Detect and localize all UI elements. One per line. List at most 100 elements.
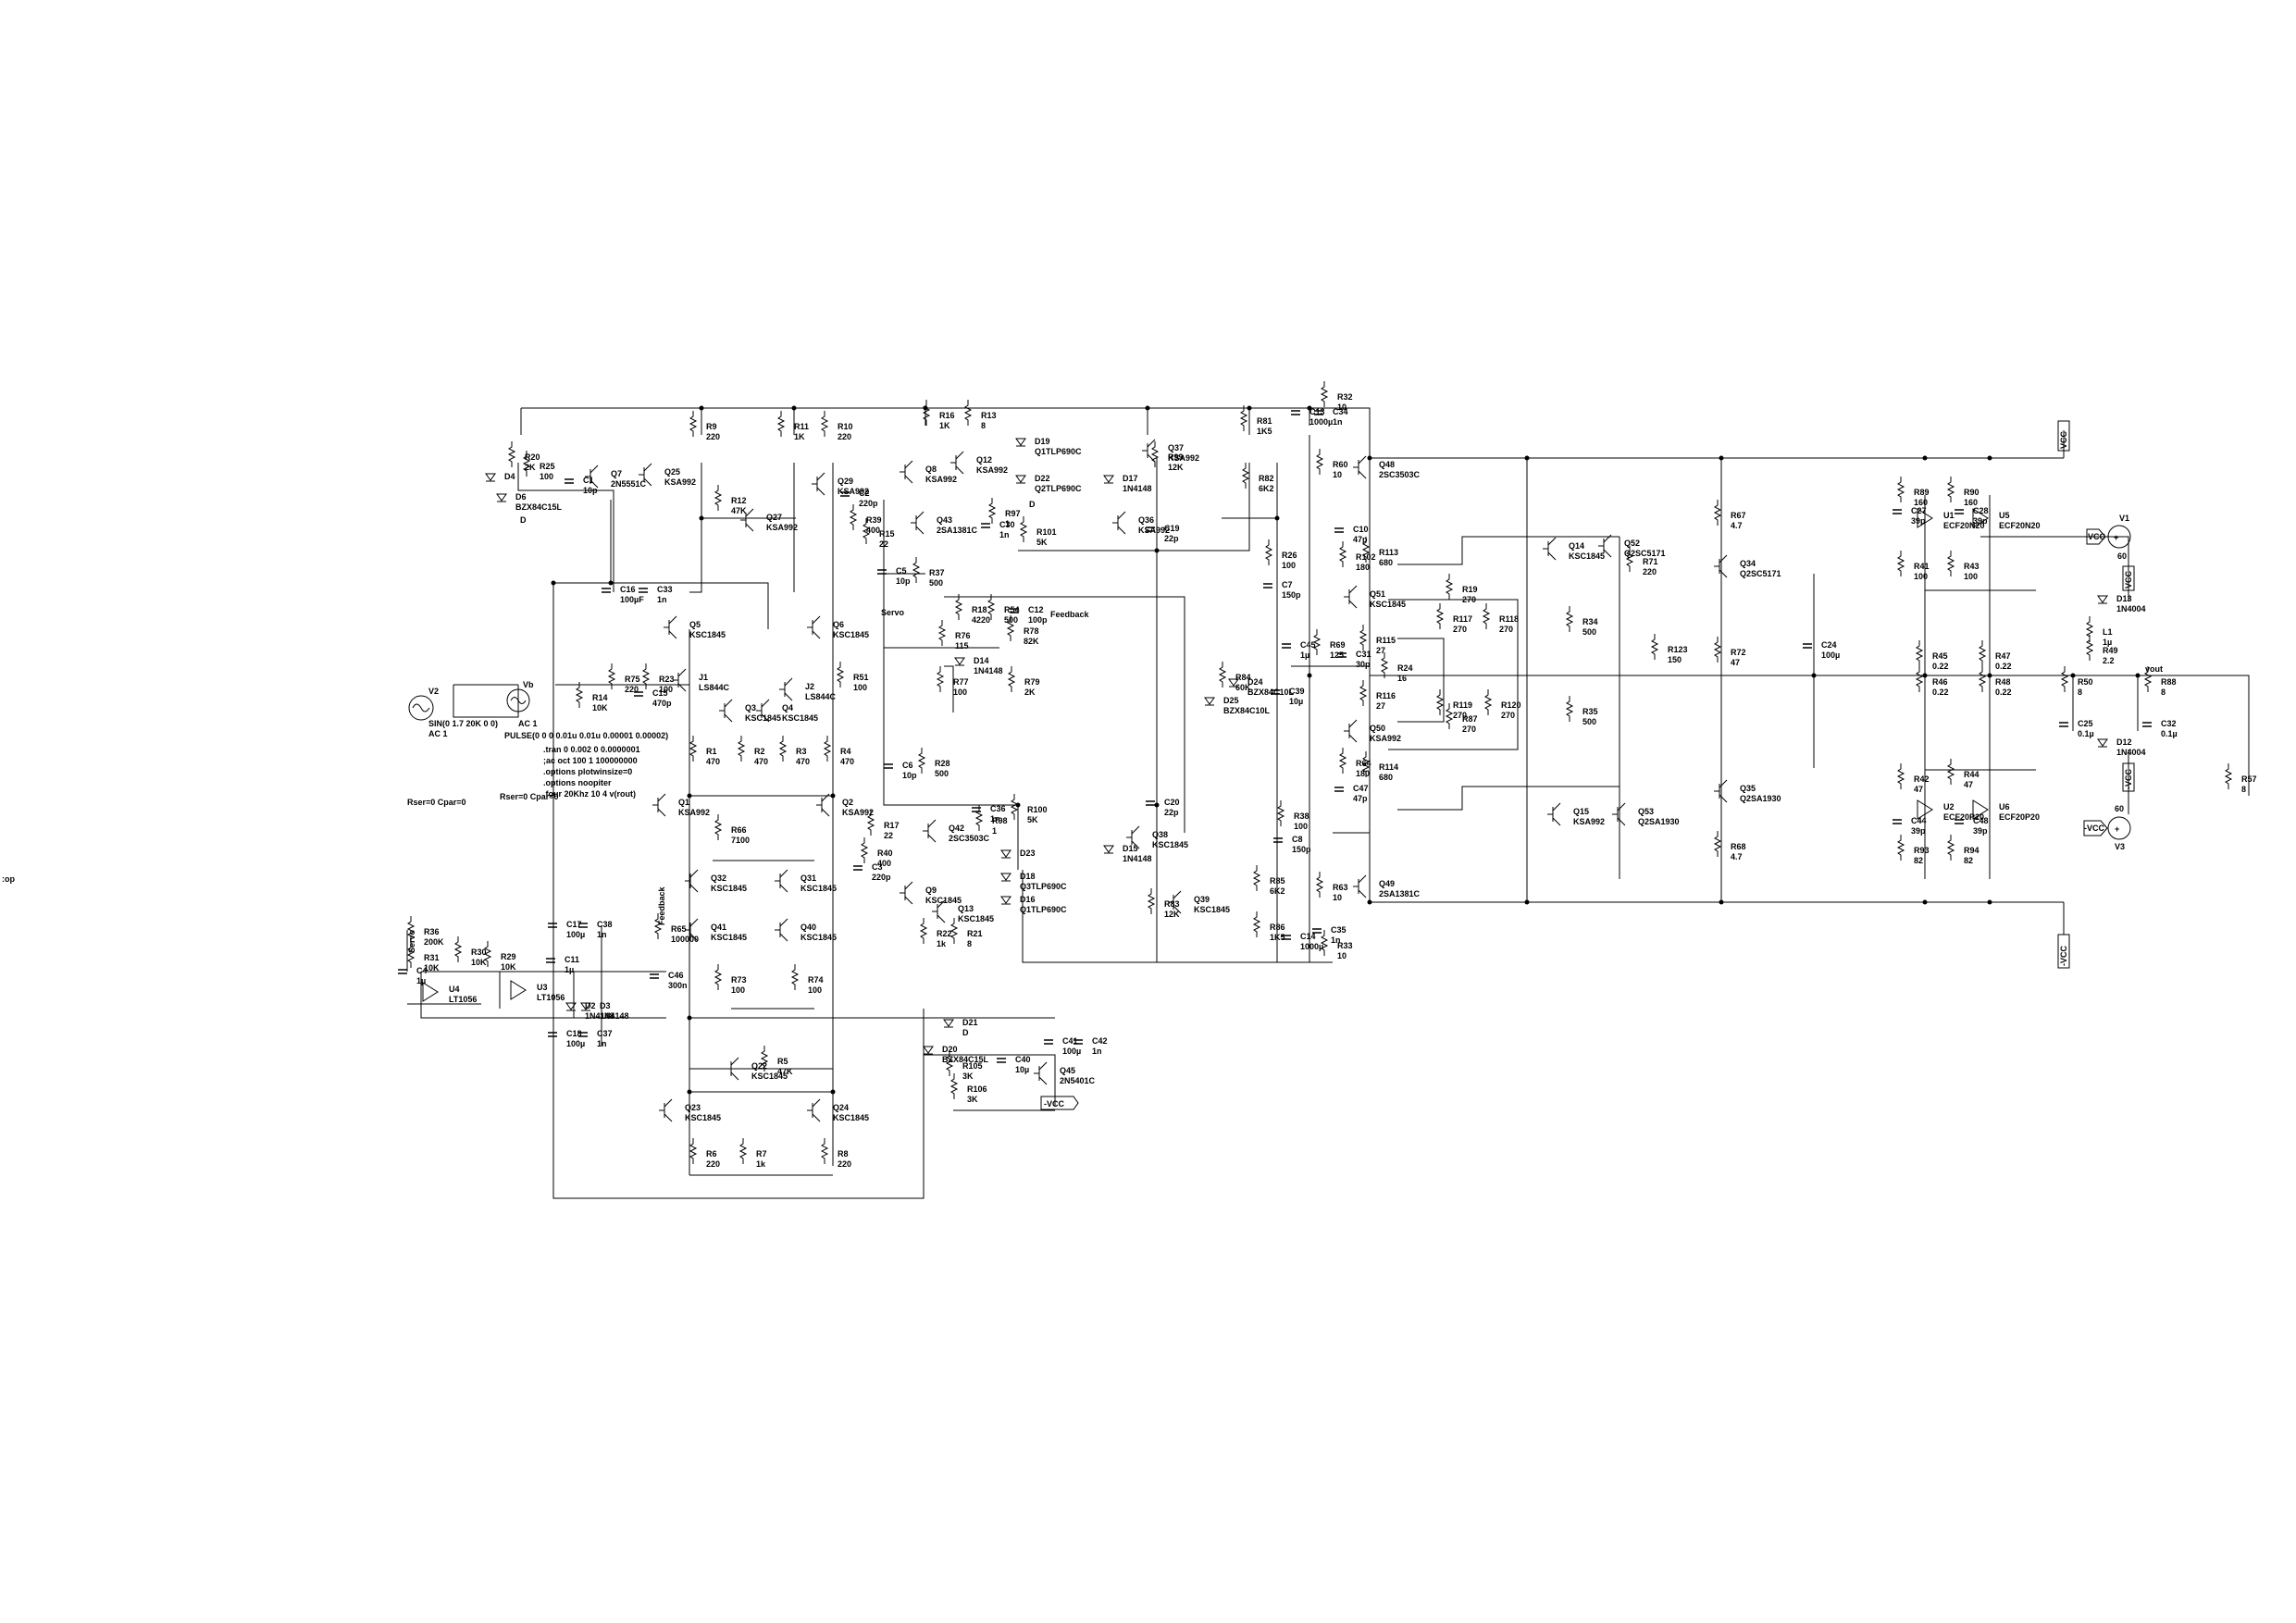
part-ref-u3: U3 [537, 983, 548, 992]
directive-4: .four 20Khz 10 4 v(rout) [543, 789, 636, 799]
part-value-q4: KSC1845 [782, 713, 818, 723]
part-value-q24: KSC1845 [833, 1113, 869, 1122]
diode-d6 [496, 493, 507, 502]
transistor-q38 [1126, 825, 1140, 849]
diode-d13 [2097, 595, 2108, 604]
part-ref-r1: R1 [706, 747, 717, 756]
part-ref-c45: C45 [1300, 640, 1316, 650]
part-value-c10: 47p [1353, 535, 1368, 544]
part-value-c38: 1n [597, 930, 607, 939]
transistor-q37 [1142, 439, 1156, 463]
part-ref-q15: Q15 [1573, 807, 1589, 816]
part-ref-c38: C38 [597, 920, 613, 929]
part-ref-d13: D13 [2116, 594, 2132, 603]
part-value-q34: Q2SC5171 [1740, 569, 1781, 578]
part-value-d2: 1N4148 [585, 1011, 614, 1021]
transistor-q15 [1547, 802, 1561, 826]
transistor-q42 [923, 819, 937, 843]
capacitor-c7 [1263, 583, 1272, 588]
part-value-r39: 400 [866, 526, 880, 535]
resistor-r40 [860, 837, 869, 863]
part-ref-r60: R60 [1333, 460, 1348, 469]
diode-d19 [1015, 438, 1026, 447]
vcc-flag-q45-label: -VCC [1044, 1099, 1064, 1109]
resistor-r42 [1896, 763, 1905, 789]
part-value-c42: 1n [1092, 1047, 1102, 1056]
part-ref-q1: Q1 [678, 798, 689, 807]
transistor-q45 [1034, 1061, 1048, 1085]
part-value-c27: 39p [1911, 516, 1926, 526]
part-ref-r14: R14 [592, 693, 608, 702]
part-value-r57: 8 [2241, 785, 2246, 794]
part-value-r51: 100 [853, 683, 867, 692]
resistor-r15 [862, 518, 871, 544]
part-value-r114: 680 [1379, 773, 1393, 782]
part-value-u6: ECF20P20 [1999, 812, 2040, 822]
part-value-d13: 1N4004 [2116, 604, 2146, 613]
part-value-r35: 500 [1582, 717, 1596, 726]
part-value-r63: 10 [1333, 893, 1342, 902]
part-value-r48: 0.22 [1995, 688, 2012, 697]
transistor-q1 [652, 793, 666, 817]
resistor-r22 [919, 918, 928, 944]
source-vb: Vb AC 1 PULSE(0 0 0 0.01u 0.01u 0.00001 … [504, 680, 668, 740]
part-ref-r42: R42 [1914, 774, 1930, 784]
resistor-l1 [2085, 616, 2094, 642]
part-ref-d24: D24 [1247, 677, 1263, 687]
part-value-q8: KSA992 [925, 475, 957, 484]
resistor-r41 [1896, 551, 1905, 576]
transistor-q53 [1612, 802, 1626, 826]
part-ref-d20: D20 [942, 1045, 958, 1054]
part-ref-r105: R105 [962, 1061, 983, 1071]
capacitor-c30 [981, 523, 990, 528]
resistor-r10 [820, 411, 829, 437]
resistor-r46 [1915, 666, 1924, 692]
source-v2: V2 SIN(0 1.7 20K 0 0) AC 1 [408, 687, 498, 738]
source-v2-value: SIN(0 1.7 20K 0 0) [428, 719, 498, 728]
resistor-r90 [1946, 477, 1955, 502]
diode-d2 [565, 1002, 577, 1011]
transistor-q35 [1714, 779, 1728, 803]
part-ref-d14: D14 [974, 656, 989, 665]
part-ref-r118: R118 [1499, 614, 1519, 624]
part-value-c45: 1µ [1300, 650, 1309, 660]
part-value-q15: KSA992 [1573, 817, 1605, 826]
resistor-r37 [912, 557, 921, 583]
diode-d22 [1015, 475, 1026, 484]
diode-d20 [923, 1046, 934, 1055]
part-ref-r22: R22 [937, 929, 952, 938]
part-value-r98: 1 [992, 826, 997, 836]
source-v3-value: 60 [2115, 804, 2124, 813]
part-value-r85: 6K2 [1270, 886, 1285, 896]
part-value-q25: KSA992 [664, 477, 696, 487]
resistor-r114 [1361, 751, 1371, 777]
net-label-op: :op [2, 874, 15, 884]
part-value-r28: 500 [935, 769, 949, 778]
source-v2-ac: AC 1 [428, 729, 448, 738]
part-value-q51: KSC1845 [1370, 600, 1406, 609]
transistor-q49 [1353, 874, 1367, 898]
part-ref-r67: R67 [1731, 511, 1746, 520]
resistor-r97 [987, 498, 997, 524]
part-ref-d21: D21 [962, 1018, 978, 1027]
part-value-r67: 4.7 [1731, 521, 1743, 530]
part-value-r88: 8 [2161, 688, 2166, 697]
capacitor-c45 [1282, 643, 1291, 649]
source-vb-value: PULSE(0 0 0 0.01u 0.01u 0.00001 0.00002) [504, 731, 668, 740]
part-value-c32: 0.1µ [2161, 729, 2178, 738]
part-ref-q35: Q35 [1740, 784, 1756, 793]
part-value-c25: 0.1µ [2078, 729, 2094, 738]
part-value-c39: 10µ [1289, 697, 1303, 706]
part-value-r20: 2K [525, 463, 536, 472]
part-value-r41: 100 [1914, 572, 1928, 581]
part-value-r49: 2.2 [2103, 656, 2115, 665]
part-ref-c11: C11 [565, 955, 579, 964]
part-ref-u4: U4 [449, 985, 460, 994]
resistor-r54 [987, 594, 996, 620]
part-value-q1: KSA992 [678, 808, 710, 817]
part-value-r25: 100 [540, 472, 553, 481]
part-value-r94: 82 [1964, 856, 1973, 865]
part-ref-r98: R98 [992, 816, 1008, 825]
part-value-c17: 100µ [566, 930, 585, 939]
part-value-r66: 7100 [731, 836, 750, 845]
